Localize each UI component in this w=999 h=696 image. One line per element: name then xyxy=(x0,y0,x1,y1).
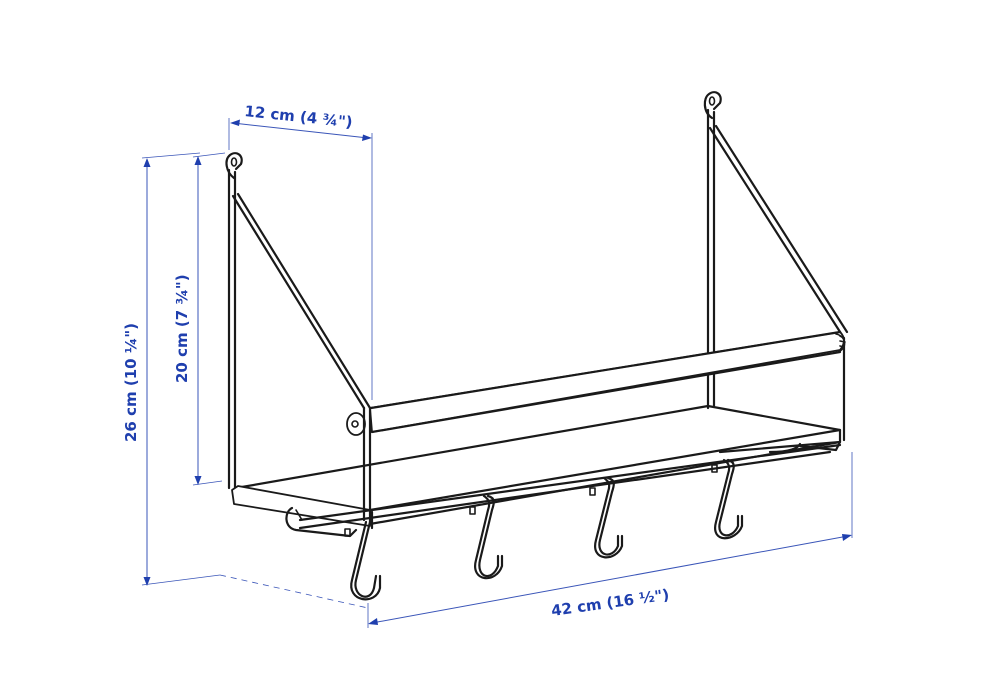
top-rail xyxy=(369,330,846,434)
shelf-drawing xyxy=(225,91,849,601)
dimension-inner-height: 20 cm (7 ¾") xyxy=(173,152,226,486)
hook-3-icon xyxy=(589,476,624,559)
left-pivot-bolt-icon xyxy=(346,412,366,436)
width-label: 42 cm (16 ½") xyxy=(550,586,670,620)
dimension-depth: 12 cm (4 ¾") xyxy=(228,102,373,400)
shelf-tray xyxy=(231,404,842,530)
hook-4-icon xyxy=(711,458,744,540)
hook-1-icon xyxy=(350,520,382,601)
hook-rail xyxy=(285,443,842,538)
inner-height-label: 20 cm (7 ¾") xyxy=(173,274,191,383)
depth-label: 12 cm (4 ¾") xyxy=(244,102,354,131)
dimension-width: 42 cm (16 ½") xyxy=(219,452,853,628)
hook-2-icon xyxy=(469,494,504,580)
dimension-total-height: 26 cm (10 ¼") xyxy=(122,152,221,586)
right-hanger-loop-icon xyxy=(703,91,722,120)
total-height-label: 26 cm (10 ¼") xyxy=(122,323,140,442)
